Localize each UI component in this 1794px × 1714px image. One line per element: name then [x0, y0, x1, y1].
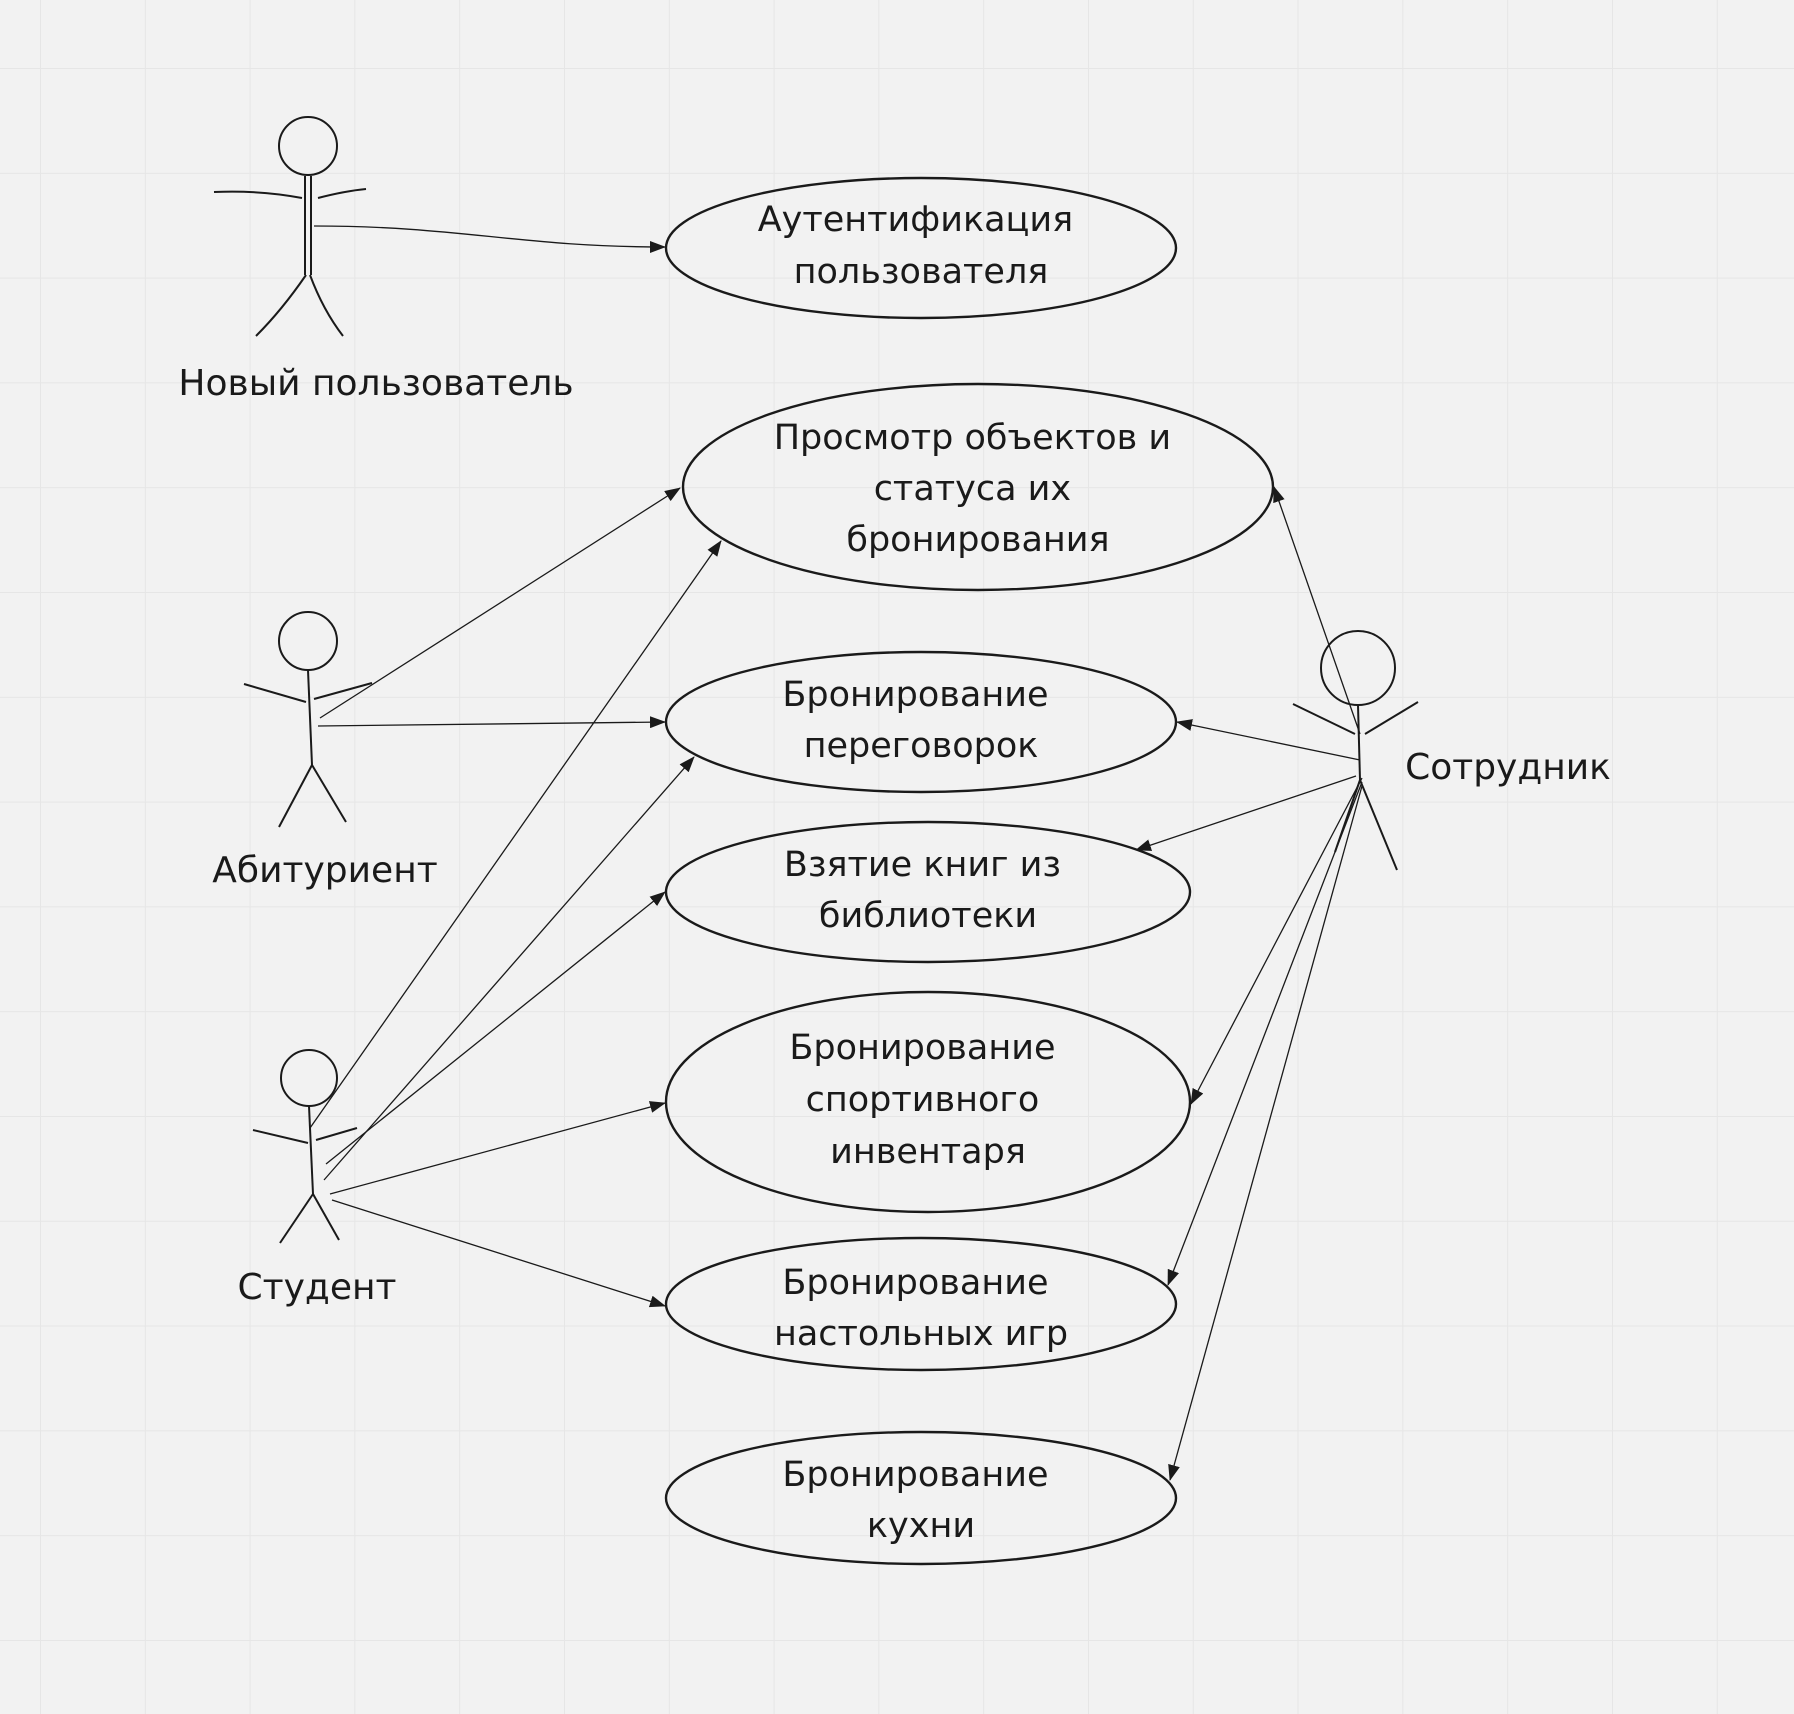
use-case-kitchen-line-1: Бронирование	[782, 1455, 1048, 1495]
actor-applicant[interactable]: Абитуриент	[212, 611, 438, 891]
svg-text:Бронирование настольных: Бронирование настольных игр	[774, 1263, 1068, 1354]
use-case-kitchen-line-2: кухни	[867, 1506, 975, 1546]
use-case-board-games[interactable]: Бронирование настольных игр	[664, 1236, 1178, 1372]
actor-label-student: Студент	[238, 1267, 397, 1308]
actor-new-user[interactable]: Новый пользователь	[178, 116, 574, 404]
use-case-view-objects-line-3: бронирования	[846, 520, 1109, 560]
association-arrow-student-to-library	[325, 891, 666, 1165]
stick-figure-icon	[213, 116, 367, 337]
actor-label-employee: Сотрудник	[1405, 747, 1611, 788]
svg-text:Бронирование переговорок: Бронирование переговорок	[782, 675, 1059, 766]
association-arrow-employee-to-view-objects	[1273, 486, 1361, 735]
use-case-library-line-1: Взятие книг из	[784, 845, 1061, 885]
association-arrow-applicant-to-view-objects	[319, 487, 681, 719]
association-arrow-employee-to-kitchen	[1168, 785, 1363, 1481]
use-case-view-objects[interactable]: Просмотр объектов и статуса их бронирова…	[681, 382, 1275, 592]
stick-figure-icon	[1292, 630, 1419, 871]
use-case-view-objects-line-1: Просмотр объектов и	[774, 418, 1171, 458]
association-arrow-student-to-view-objects	[309, 540, 722, 1129]
use-case-library[interactable]: Взятие книг из библиотеки	[664, 820, 1192, 964]
use-case-book-meeting[interactable]: Бронирование переговорок	[664, 650, 1178, 794]
svg-text:Просмотр объектов и стат: Просмотр объектов и статуса их бронирова…	[774, 418, 1183, 560]
use-case-sport[interactable]: Бронирование спортивного инвентаря	[664, 990, 1192, 1214]
use-case-board-games-line-1: Бронирование	[782, 1263, 1048, 1303]
use-case-sport-line-3: инвентаря	[830, 1132, 1026, 1172]
use-case-kitchen[interactable]: Бронирование кухни	[664, 1430, 1178, 1566]
use-case-auth-line-2: пользователя	[794, 252, 1049, 292]
association-arrow-employee-to-sport	[1190, 777, 1363, 1105]
use-case-sport-line-1: Бронирование	[789, 1028, 1055, 1068]
svg-text:Взятие книг из библиотек: Взятие книг из библиотеки	[784, 845, 1072, 936]
svg-text:Бронирование спортивного: Бронирование спортивного инвентаря	[789, 1028, 1066, 1172]
association-arrow-employee-to-board-games	[1167, 781, 1363, 1286]
association-arrow-employee-to-library	[1135, 775, 1357, 851]
actor-label-new-user: Новый пользователь	[178, 363, 573, 404]
association-arrow-student-to-book-meeting	[323, 756, 695, 1181]
association-arrow-student-to-sport	[329, 1101, 666, 1195]
svg-text:Бронирование кухни: Бронирование кухни	[782, 1455, 1059, 1546]
actor-student[interactable]: Студент	[238, 1049, 397, 1308]
use-case-board-games-line-2: настольных игр	[774, 1314, 1068, 1354]
use-case-auth-line-1: Аутентификация	[758, 200, 1073, 240]
use-case-view-objects-line-2: статуса их	[874, 469, 1071, 509]
stick-figure-icon	[252, 1049, 358, 1244]
use-case-library-line-2: библиотеки	[819, 896, 1037, 936]
stick-figure-icon	[243, 611, 373, 828]
association-arrow-employee-to-book-meeting	[1176, 719, 1361, 761]
use-case-book-meeting-line-2: переговорок	[804, 726, 1039, 766]
svg-text:Аутентификация пользоват: Аутентификация пользователя	[758, 200, 1085, 292]
use-case-auth[interactable]: Аутентификация пользователя	[664, 176, 1178, 320]
actor-employee[interactable]: Сотрудник	[1292, 630, 1611, 871]
actor-label-applicant: Абитуриент	[212, 850, 437, 891]
use-case-sport-line-2: спортивного	[806, 1080, 1040, 1120]
use-case-book-meeting-line-1: Бронирование	[782, 675, 1048, 715]
association-arrow-applicant-to-book-meeting	[317, 716, 666, 729]
associations-layer	[309, 225, 1363, 1481]
association-arrow-new-user-to-auth	[313, 225, 666, 253]
association-arrow-student-to-board-games	[331, 1199, 666, 1308]
